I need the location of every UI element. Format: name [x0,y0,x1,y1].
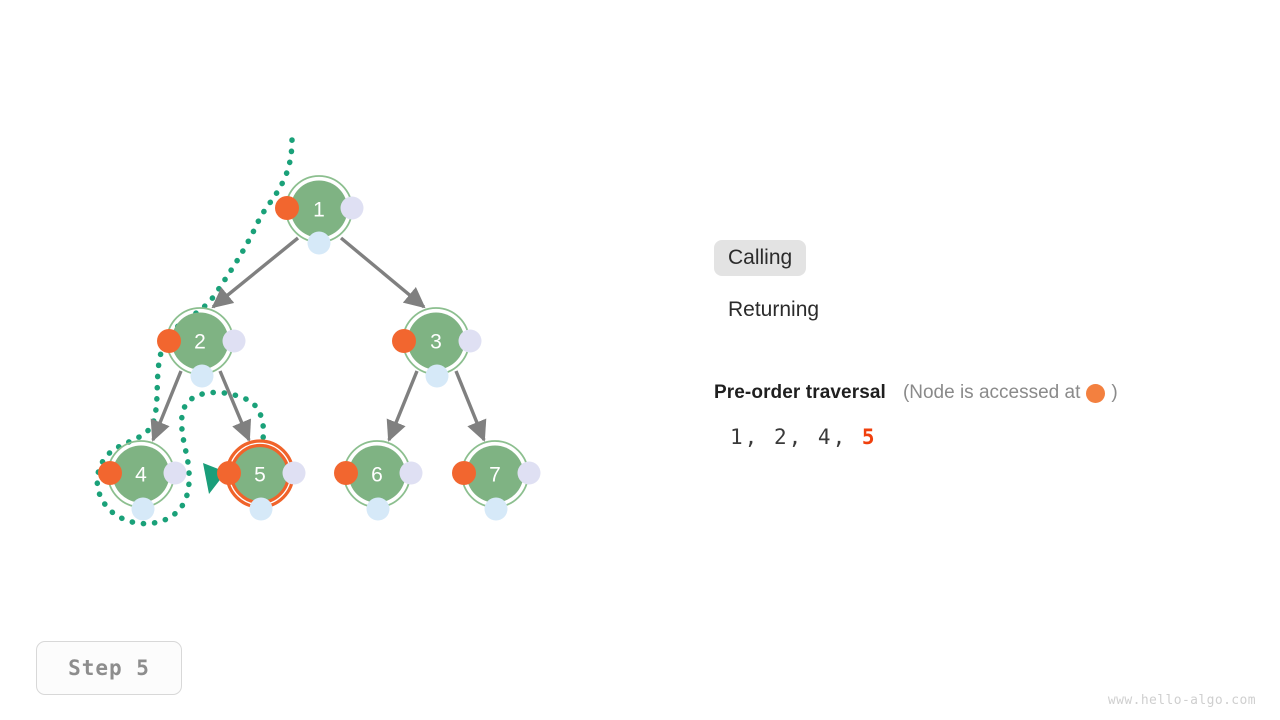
access-dot-icon [1086,383,1106,403]
mode-row-calling: Calling [714,232,1254,284]
sequence-item: 2 [773,425,789,449]
right-child-port [282,461,306,485]
parent-port [307,231,331,255]
edge-3-6 [386,370,419,442]
mode-row-returning: Returning [714,284,1254,336]
access-dot [157,329,181,353]
sequence-item: 1 [730,425,745,449]
right-child-port [517,461,541,485]
tree-node-2[interactable]: 2 [157,307,246,388]
traversal-note: (Node is accessed at ) [903,382,1118,404]
node-label: 7 [489,464,501,487]
edge-2-5 [218,370,252,442]
right-child-port [340,196,364,220]
tree-node-4[interactable]: 4 [98,440,187,521]
traversal-order-block: Pre-order traversal (Node is accessed at… [714,382,1254,449]
node-label: 5 [254,464,266,487]
right-child-port [222,329,246,353]
edge-1-2 [211,236,300,309]
sequence-separator: , [788,425,818,449]
tree-node-7[interactable]: 7 [452,440,541,521]
mode-returning[interactable]: Returning [728,297,820,321]
tree-nodes: 1 2 3 [98,175,541,521]
step-label: Step 5 [68,656,150,680]
traversal-title: Pre-order traversal [714,382,886,403]
traversal-sequence: 1, 2, 4, 5 [730,425,1254,449]
access-dot [334,461,358,485]
access-dot [452,461,476,485]
edge-1-3 [339,236,426,309]
info-panel: Calling Returning Pre-order traversal (N… [714,232,1254,449]
tree-node-5[interactable]: 5 [217,439,306,521]
node-label: 4 [135,464,147,487]
parent-port [249,497,273,521]
right-child-port [163,461,187,485]
parent-port [425,364,449,388]
tree-edges [150,236,487,442]
right-child-port [458,329,482,353]
access-dot [275,196,299,220]
parent-port [131,497,155,521]
access-dot [98,461,122,485]
edge-3-7 [454,370,487,442]
node-label: 2 [194,331,206,354]
edge-2-4 [150,370,183,442]
sequence-item: 5 [861,425,877,449]
watermark: www.hello-algo.com [1108,693,1256,708]
parent-port [190,364,214,388]
node-label: 1 [313,199,325,222]
access-dot [392,329,416,353]
binary-tree-diagram: 1 2 3 [94,137,541,527]
watermark-text: www.hello-algo.com [1107,693,1256,708]
sequence-separator: , [744,425,774,449]
sequence-separator: , [832,425,862,449]
mode-calling[interactable]: Calling [714,239,807,277]
right-child-port [399,461,423,485]
tree-node-3[interactable]: 3 [392,307,482,388]
traversal-note-suffix: ) [1111,382,1118,403]
node-label: 3 [430,331,442,354]
tree-node-6[interactable]: 6 [334,440,423,521]
access-dot [217,461,241,485]
sequence-item: 4 [817,425,833,449]
traversal-note-prefix: (Node is accessed at [902,382,1081,403]
node-label: 6 [371,464,383,487]
tree-node-1[interactable]: 1 [275,175,364,255]
step-badge: Step 5 [36,641,182,695]
parent-port [484,497,508,521]
traversal-order-heading: Pre-order traversal (Node is accessed at… [714,382,1254,404]
parent-port [366,497,390,521]
